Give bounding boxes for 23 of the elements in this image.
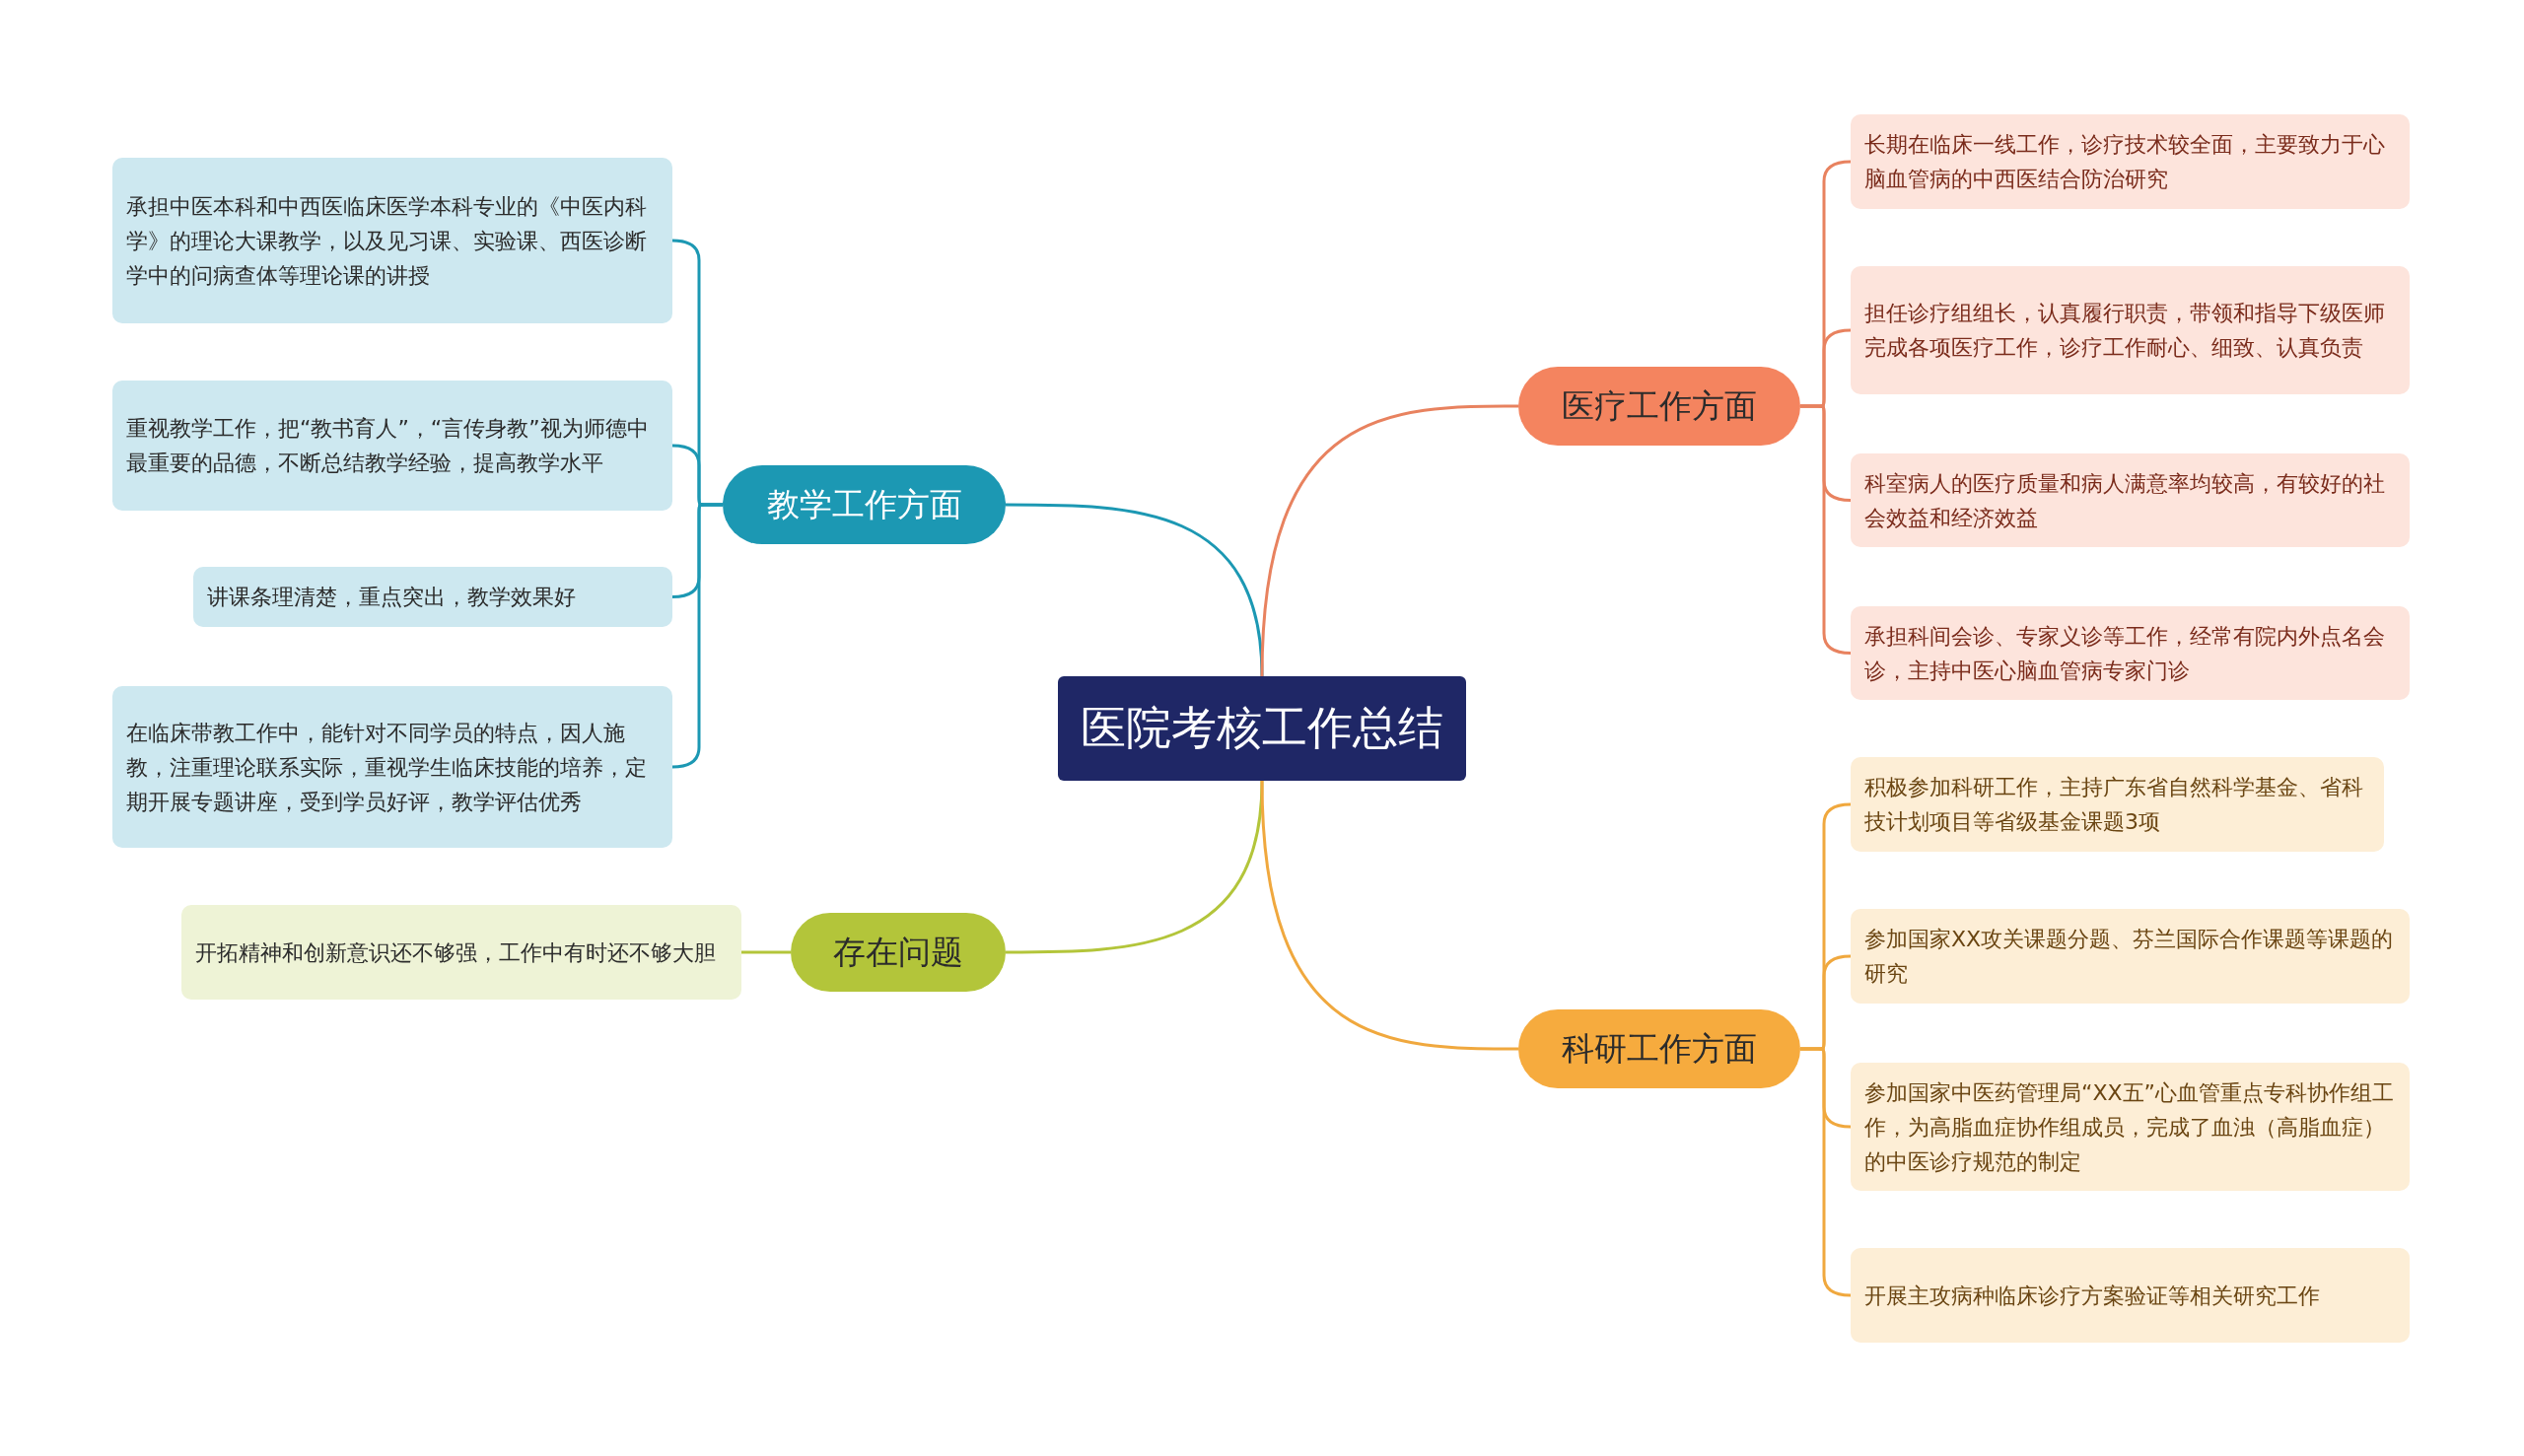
subtopic-card: 开拓精神和创新意识还不够强，工作中有时还不够大胆 <box>181 905 741 1000</box>
connector-line <box>1006 503 1264 677</box>
subtopic-card: 承担科间会诊、专家义诊等工作，经常有院内外点名会诊，主持中医心脑血管病专家门诊 <box>1851 606 2410 700</box>
main-topic: 医疗工作方面 <box>1518 367 1800 446</box>
subtopic-card: 承担中医本科和中西医临床医学本科专业的《中医内科学》的理论大课教学，以及见习课、实验课、西医诊断学中的问病查体等理论课的讲授 <box>112 158 672 323</box>
subtopic-card: 积极参加科研工作，主持广东省自然科学基金、省科技计划项目等省级基金课题3项 <box>1851 757 2384 852</box>
subtopic-card: 担任诊疗组组长，认真履行职责，带领和指导下级医师完成各项医疗工作，诊疗工作耐心、细致、认真负责 <box>1851 266 2410 394</box>
subtopic-card: 参加国家中医药管理局“XX五”心血管重点专科协作组工作，为高脂血症协作组成员，完成了血浊（高脂血症）的中医诊疗规范的制定 <box>1851 1063 2410 1191</box>
subtopic-card: 长期在临床一线工作，诊疗技术较全面，主要致力于心脑血管病的中西医结合防治研究 <box>1851 114 2410 209</box>
subtopic-card: 参加国家XX攻关课题分题、芬兰国际合作课题等课题的研究 <box>1851 909 2410 1004</box>
subtopic-card: 在临床带教工作中，能针对不同学员的特点，因人施教，注重理论联系实际，重视学生临床技能的培养，定期开展专题讲座，受到学员好评，教学评估优秀 <box>112 686 672 848</box>
main-topic: 科研工作方面 <box>1518 1009 1800 1088</box>
connector-line <box>1260 780 1518 1051</box>
connector-line <box>741 950 791 954</box>
subtopic-card: 开展主攻病种临床诊疗方案验证等相关研究工作 <box>1851 1248 2410 1343</box>
subtopic-card: 讲课条理清楚，重点突出，教学效果好 <box>193 567 672 627</box>
central-topic: 医院考核工作总结 <box>1058 676 1466 781</box>
subtopic-card: 重视教学工作，把“教书育人”，“言传身教”视为师德中最重要的品德，不断总结教学经验，提高教学水平 <box>112 381 672 511</box>
subtopic-card: 科室病人的医疗质量和病人满意率均较高，有较好的社会效益和经济效益 <box>1851 453 2410 547</box>
main-topic: 教学工作方面 <box>723 465 1006 544</box>
main-topic: 存在问题 <box>791 913 1006 992</box>
connector-line <box>1006 780 1264 954</box>
connector-line <box>1260 404 1518 677</box>
